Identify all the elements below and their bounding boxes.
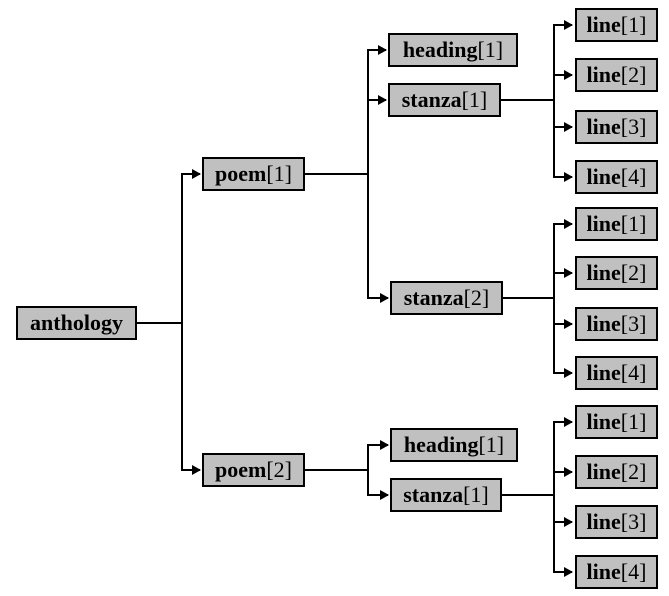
node-index: [1] bbox=[463, 482, 489, 507]
node-name: line bbox=[586, 211, 621, 236]
node-index: [1] bbox=[620, 409, 647, 434]
node-name: line bbox=[586, 260, 621, 285]
node-poem2-stanza1-line-1: line[1] bbox=[575, 405, 658, 439]
node-poem1-stanza2-line-4: line[4] bbox=[575, 356, 658, 390]
node-name: line bbox=[586, 509, 621, 534]
node-poem2-stanza1-line-3: line[3] bbox=[575, 505, 658, 539]
node-poem2-stanza1-line-2: line[2] bbox=[575, 455, 658, 489]
node-index: [1] bbox=[266, 161, 292, 186]
node-index: [1] bbox=[620, 211, 647, 236]
node-poem1-heading-1: heading[1] bbox=[388, 33, 518, 67]
node-index: [1] bbox=[620, 12, 647, 37]
node-name: heading bbox=[403, 432, 479, 457]
node-index: [3] bbox=[620, 311, 647, 336]
node-name: stanza bbox=[403, 285, 464, 310]
node-index: [2] bbox=[620, 260, 647, 285]
node-index: [2] bbox=[266, 457, 292, 482]
node-name: poem bbox=[215, 457, 267, 482]
node-poem-1: poem[1] bbox=[202, 157, 305, 191]
node-name: line bbox=[586, 360, 621, 385]
node-poem1-stanza-2: stanza[2] bbox=[390, 281, 503, 315]
node-poem1-stanza2-line-1: line[1] bbox=[575, 207, 658, 241]
node-index: [1] bbox=[478, 432, 505, 457]
node-name: line bbox=[586, 559, 621, 584]
node-poem2-heading-1: heading[1] bbox=[390, 428, 518, 462]
node-poem2-stanza1-line-4: line[4] bbox=[575, 555, 658, 589]
node-name: anthology bbox=[30, 310, 123, 335]
node-name: line bbox=[586, 311, 621, 336]
node-index: [4] bbox=[620, 559, 647, 584]
node-index: [2] bbox=[620, 459, 647, 484]
node-poem1-stanza1-line-1: line[1] bbox=[575, 8, 658, 42]
node-name: stanza bbox=[403, 482, 464, 507]
node-poem1-stanza1-line-3: line[3] bbox=[575, 110, 658, 144]
node-index: [2] bbox=[463, 285, 490, 310]
node-index: [2] bbox=[620, 62, 647, 87]
node-poem-2: poem[2] bbox=[202, 453, 305, 487]
node-name: line bbox=[586, 459, 621, 484]
node-name: heading bbox=[402, 37, 478, 62]
node-name: line bbox=[586, 409, 621, 434]
node-index: [3] bbox=[620, 509, 647, 534]
node-index: [1] bbox=[477, 37, 504, 62]
node-anthology: anthology bbox=[16, 306, 137, 340]
node-name: line bbox=[586, 164, 621, 189]
node-index: [4] bbox=[620, 164, 647, 189]
node-name: line bbox=[586, 12, 621, 37]
node-poem1-stanza2-line-2: line[2] bbox=[575, 256, 658, 290]
node-name: line bbox=[586, 62, 621, 87]
node-index: [1] bbox=[461, 87, 488, 112]
node-name: stanza bbox=[401, 87, 462, 112]
node-poem1-stanza1-line-2: line[2] bbox=[575, 58, 658, 92]
node-poem1-stanza1-line-4: line[4] bbox=[575, 160, 658, 194]
node-name: line bbox=[586, 114, 621, 139]
node-name: poem bbox=[215, 161, 267, 186]
node-poem1-stanza-1: stanza[1] bbox=[388, 83, 501, 117]
node-index: [3] bbox=[620, 114, 647, 139]
node-poem2-stanza-1: stanza[1] bbox=[390, 478, 502, 512]
node-index: [4] bbox=[620, 360, 647, 385]
node-poem1-stanza2-line-3: line[3] bbox=[575, 307, 658, 341]
